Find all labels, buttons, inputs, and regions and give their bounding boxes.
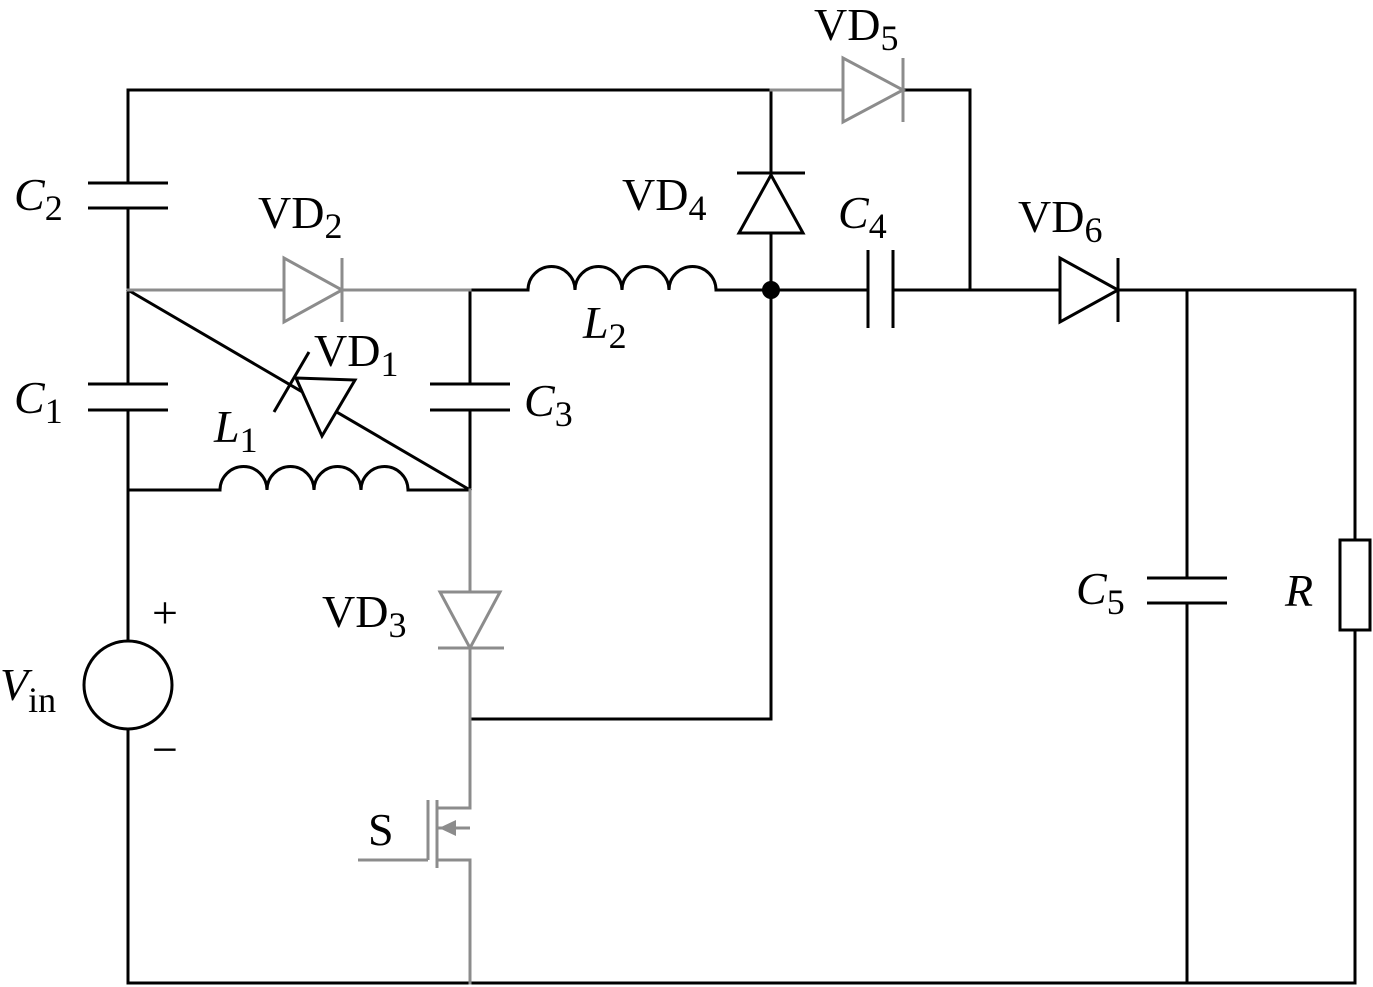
inductor-l2 xyxy=(526,265,718,291)
label-vd6: VD6 xyxy=(1018,191,1102,250)
label-s: S xyxy=(368,804,394,855)
capacitor-c5 xyxy=(1147,576,1227,605)
label-c1: C1 xyxy=(14,372,63,431)
label-vd4: VD4 xyxy=(622,169,706,228)
label-vd1: VD1 xyxy=(314,325,398,384)
junction-dot xyxy=(762,281,780,299)
inductor-l1 xyxy=(218,465,410,491)
label-r: R xyxy=(1284,565,1313,616)
vin-plus-sign: + xyxy=(152,587,178,638)
label-c2: C2 xyxy=(14,169,63,228)
vin-minus-sign: − xyxy=(152,724,178,775)
label-c5: C5 xyxy=(1076,563,1125,622)
capacitor-c4 xyxy=(866,250,895,328)
label-c3: C3 xyxy=(524,375,573,434)
label-vin: Vin xyxy=(0,659,56,720)
mosfet-switch-s xyxy=(358,800,470,868)
label-l1: L1 xyxy=(213,401,258,460)
mosfet-arrow xyxy=(439,820,456,836)
diode-vd2 xyxy=(282,255,346,325)
label-vd3: VD3 xyxy=(322,586,406,645)
label-vd2: VD2 xyxy=(258,187,342,246)
diode-vd4 xyxy=(736,171,806,235)
capacitor-c3 xyxy=(430,382,510,412)
highlighted-path-wires xyxy=(126,88,845,985)
label-c4: C4 xyxy=(838,187,887,246)
main-wires xyxy=(125,88,1357,985)
label-vd5: VD5 xyxy=(814,0,898,58)
capacitor-c1 xyxy=(88,382,168,412)
diode-vd5 xyxy=(841,55,907,125)
capacitor-c2 xyxy=(88,181,168,210)
diode-vd1 xyxy=(272,351,358,440)
diode-vd6 xyxy=(1058,255,1122,325)
label-l2: L2 xyxy=(582,297,627,356)
resistor-r xyxy=(1338,538,1372,632)
diode-vd3 xyxy=(437,590,504,652)
voltage-source-vin xyxy=(82,639,174,731)
